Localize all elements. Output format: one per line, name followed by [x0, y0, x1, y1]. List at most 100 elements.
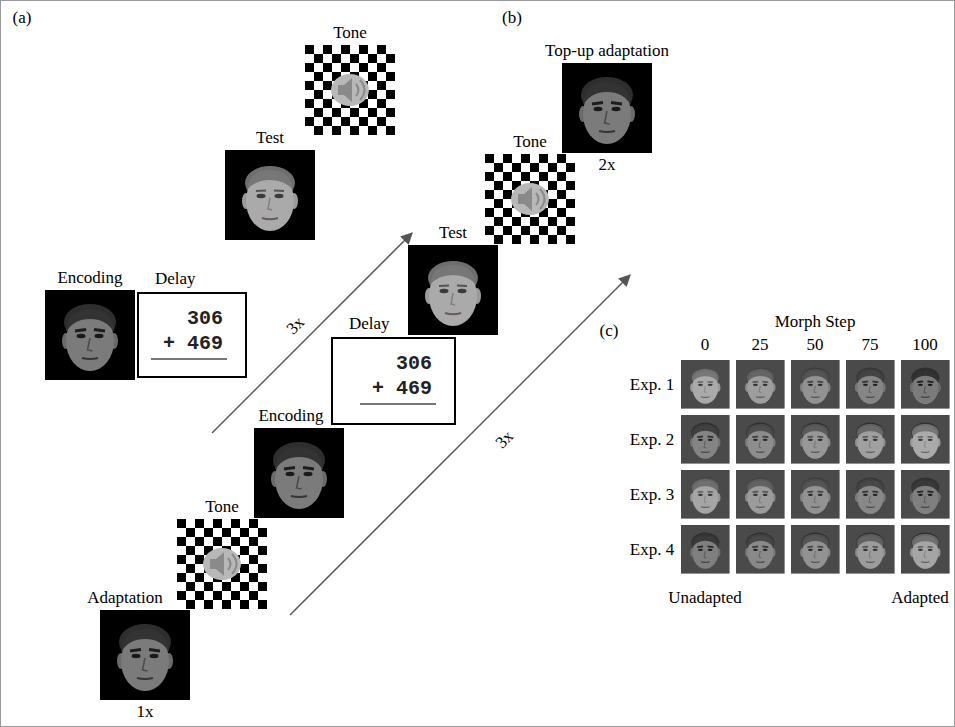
- screen-frame: Encoding: [45, 290, 135, 380]
- face-drawing: [800, 533, 830, 569]
- drawing-part: [681, 360, 730, 409]
- screen-frame: Tone: [485, 154, 575, 244]
- label-anchor: Unadapted: [668, 589, 742, 608]
- label-anchor: Morph Step: [775, 313, 856, 332]
- face-drawing: [745, 478, 775, 514]
- face-screen: [45, 290, 135, 380]
- face-drawing: [62, 304, 118, 371]
- repeat-count: 2x: [599, 156, 616, 175]
- screen-ground: [846, 525, 895, 574]
- screen-frame: Top-up adaptation2x: [562, 63, 652, 153]
- screen-ground: [681, 525, 730, 574]
- screen-frame: Test: [408, 245, 498, 335]
- drawing-part: [901, 525, 950, 574]
- screen-ground: [846, 470, 895, 519]
- delay-box: Delay306+ 469: [331, 337, 456, 425]
- face-drawing: [910, 478, 940, 514]
- stage-label: Tone: [205, 498, 239, 517]
- sequence-arrow: [290, 275, 630, 615]
- face-drawing: [579, 77, 635, 144]
- label-anchor: Exp. 4: [630, 541, 674, 560]
- label-anchor: 100: [912, 336, 938, 355]
- arithmetic-digits: 306: [183, 306, 227, 331]
- drawing-part: [681, 525, 730, 574]
- drawing-part: [681, 470, 730, 519]
- face-drawing: [800, 423, 830, 459]
- face-drawing: [690, 534, 720, 569]
- stage-label: Tone: [513, 133, 547, 152]
- face-drawing: [305, 45, 395, 135]
- screen-ground: [408, 245, 498, 335]
- morph-value: 100: [912, 336, 938, 355]
- repeat-count: 3x: [283, 313, 308, 338]
- screen-frame: Tone: [305, 45, 395, 135]
- face-drawing: [855, 533, 885, 569]
- end-label: Unadapted: [668, 589, 742, 608]
- stage-label: Test: [256, 129, 284, 148]
- screen-ground: [225, 150, 315, 240]
- tone-screen: [305, 45, 395, 135]
- tone-screen: [485, 154, 575, 244]
- axis-title: Morph Step: [775, 313, 856, 332]
- label-anchor: 3x: [492, 427, 517, 452]
- drawing-part: [846, 415, 895, 464]
- drawing-part: [901, 470, 950, 519]
- screen-ground: [901, 470, 950, 519]
- face-screen: [100, 610, 190, 700]
- screen-ground: [100, 610, 190, 700]
- morph-grid: [681, 360, 950, 574]
- face-screen: [254, 428, 344, 518]
- screen-ground: [846, 360, 895, 409]
- stage-label: Encoding: [258, 407, 323, 426]
- face-drawing: [690, 369, 720, 404]
- stage-label: Top-up adaptation: [545, 42, 669, 61]
- drawing-part: [791, 525, 840, 574]
- screen-ground: [736, 525, 785, 574]
- morph-value: 25: [752, 336, 769, 355]
- screen-frame: Tone: [177, 519, 267, 609]
- morph-value: 0: [701, 336, 710, 355]
- face-drawing: [117, 624, 173, 691]
- row-label: Exp. 3: [630, 486, 674, 505]
- face-drawing: [745, 368, 775, 404]
- morph-value: 75: [862, 336, 879, 355]
- face-drawing: [910, 424, 940, 459]
- stage-label: Tone: [333, 24, 367, 43]
- drawing-part: [846, 360, 895, 409]
- face-drawing: [690, 478, 720, 514]
- drawing-part: [846, 525, 895, 574]
- label-anchor: 25: [752, 336, 769, 355]
- drawing-part: [736, 470, 785, 519]
- face-drawing: [690, 533, 720, 569]
- repeat-count: 1x: [137, 703, 154, 722]
- row-label: Exp. 4: [630, 541, 674, 560]
- face-drawing: [745, 424, 775, 459]
- label-anchor: Exp. 2: [630, 431, 674, 450]
- face-drawing: [271, 442, 327, 509]
- face-drawing: [745, 423, 775, 459]
- face-drawing: [910, 423, 940, 459]
- face-drawing: [855, 423, 885, 459]
- face-screen: [562, 63, 652, 153]
- face-drawing: [800, 534, 830, 569]
- stage-label: Delay: [155, 270, 196, 289]
- tone-screen: [177, 519, 267, 609]
- screen-ground: [791, 415, 840, 464]
- drawing-part: [846, 470, 895, 519]
- face-drawing: [855, 478, 885, 514]
- screen-frame: Test: [225, 150, 315, 240]
- label-anchor: Adapted: [891, 589, 949, 608]
- screen-ground: [562, 63, 652, 153]
- panel-letter: (a): [13, 9, 32, 28]
- screen-ground: [791, 470, 840, 519]
- drawing-part: [736, 360, 785, 409]
- panel-letter: (b): [502, 9, 522, 28]
- stage-label: Delay: [349, 315, 390, 334]
- drawing-part: [681, 415, 730, 464]
- face-drawing: [425, 261, 481, 326]
- face-drawing: [855, 424, 885, 459]
- screen-frame: Adaptation1x: [100, 610, 190, 700]
- morph-value: 50: [807, 336, 824, 355]
- arithmetic-digits: + 469: [360, 376, 436, 405]
- screen-ground: [736, 360, 785, 409]
